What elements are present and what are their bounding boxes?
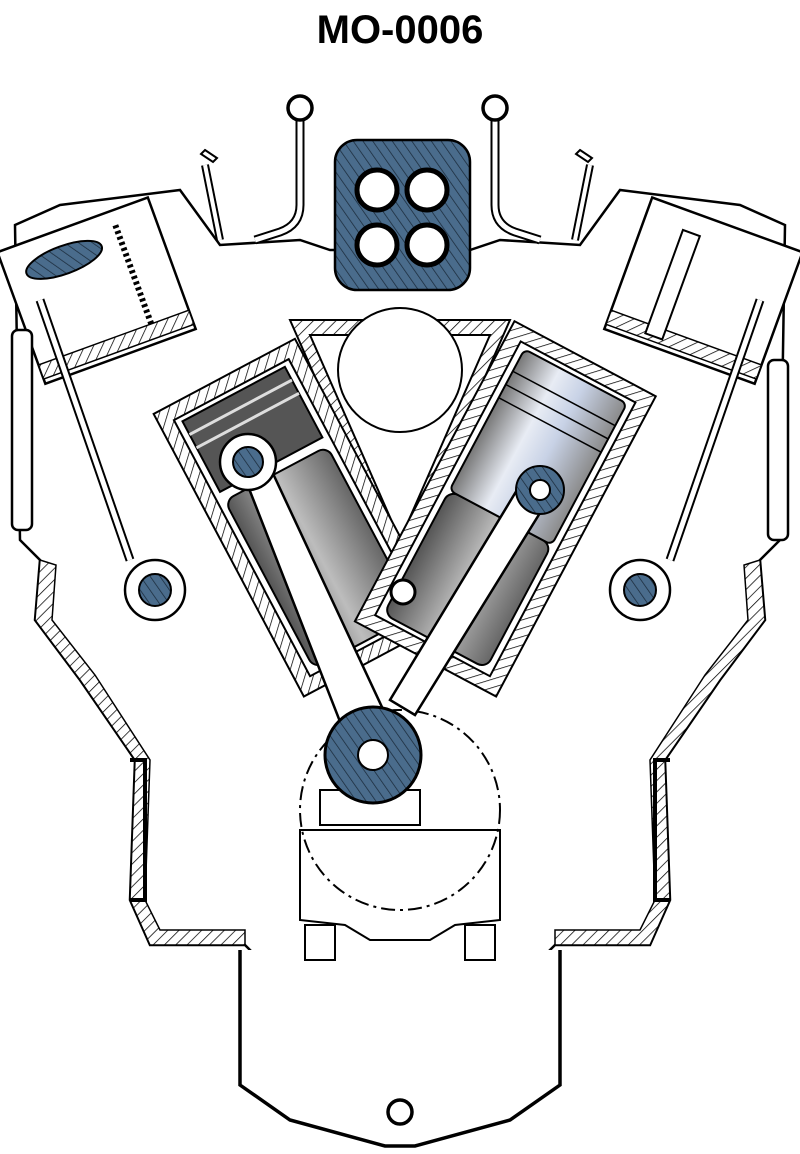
left-cylinder-head (0, 195, 198, 386)
crank-sweep (299, 709, 501, 911)
left-pin-bushing (232, 446, 264, 478)
camshaft-bore (337, 307, 463, 433)
left-rocker-arm (25, 239, 103, 280)
crankpin-bore (357, 739, 389, 771)
intake-manifold (333, 138, 472, 292)
drain-plug (386, 1098, 414, 1126)
left-side-cover (10, 328, 34, 532)
oil-passage (389, 578, 417, 606)
left-pipe-end (286, 94, 314, 122)
intake-port (404, 167, 450, 213)
oil-pan (238, 950, 562, 1148)
block-wall-left (34, 559, 246, 946)
left-mount-bracket (130, 758, 147, 902)
right-mount-bracket (653, 758, 670, 902)
diagram-title: MO-0006 (316, 8, 484, 52)
right-cylinder-head (602, 195, 800, 386)
left-valve-tap (199, 148, 224, 241)
intake-port (404, 222, 450, 268)
intake-port (354, 222, 400, 268)
intake-port (354, 167, 400, 213)
right-side-cover (766, 358, 790, 542)
block-wall-right (554, 559, 766, 946)
cap-bolt-right (464, 924, 496, 961)
cap-bolt-left (304, 924, 336, 961)
right-valve-tap (571, 148, 594, 241)
right-pipe-end (481, 94, 509, 122)
main-bearing-cap (299, 829, 501, 941)
